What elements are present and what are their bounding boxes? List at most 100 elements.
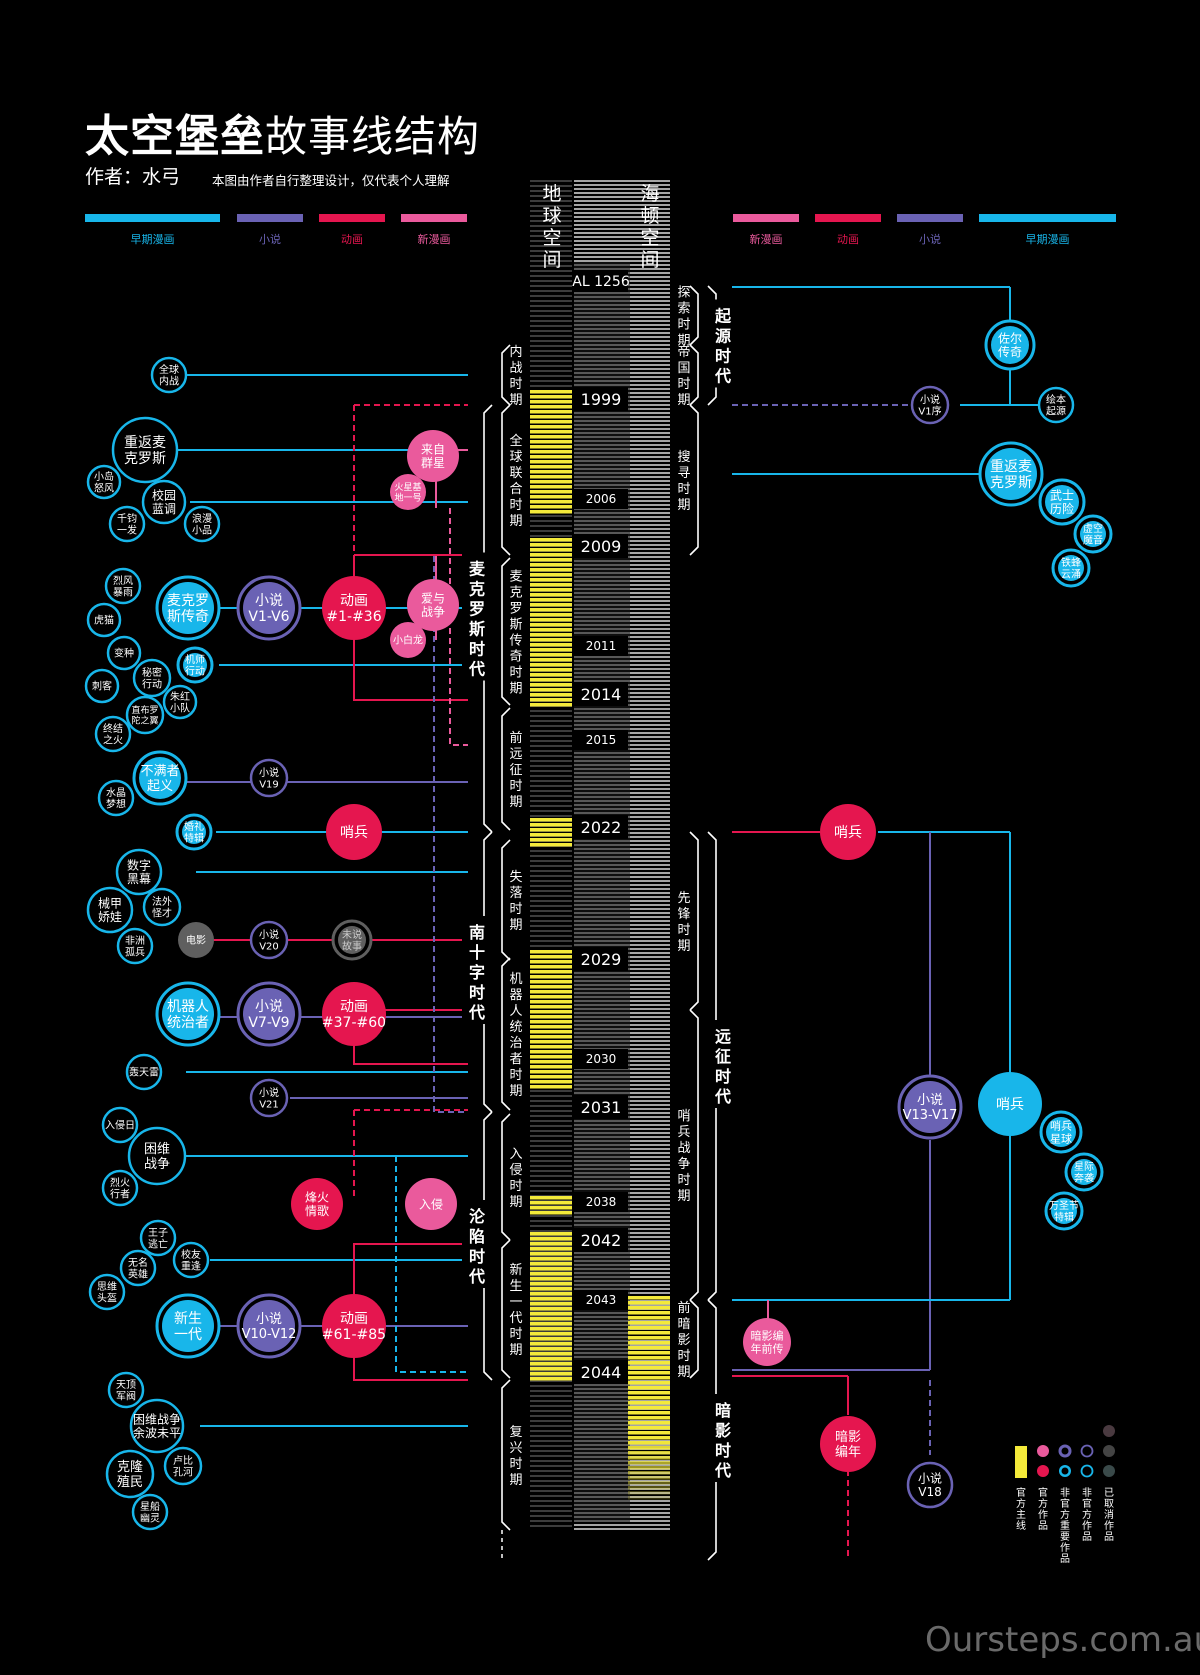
node-label: 蓝调 (152, 502, 176, 516)
legend-label: 动画 (837, 233, 859, 246)
node-circle (326, 804, 382, 860)
vertical-char: 沦 (469, 1207, 486, 1226)
vertical-char: 代 (509, 1311, 522, 1326)
vertical-char: 期 (677, 1189, 690, 1204)
node-label: 星球 (1050, 1131, 1072, 1145)
earth-stripe (530, 280, 572, 282)
node-label: 朱红 (170, 690, 190, 703)
earth-stripe (530, 385, 572, 387)
vertical-char: 官 (1016, 1486, 1026, 1499)
vertical-char: 官 (1082, 1497, 1092, 1510)
earth-stripe (530, 270, 572, 272)
earth-stripe (530, 1175, 572, 1177)
vertical-char: 期 (677, 939, 690, 954)
legend-dot-inner (1061, 1467, 1069, 1475)
earth-stripe (530, 240, 572, 242)
node-outline (88, 1273, 126, 1311)
vertical-char: 合 (509, 482, 522, 497)
main-line-stripe (530, 1307, 572, 1311)
earth-stripe (530, 935, 572, 937)
main-line-stripe (530, 538, 572, 542)
node-label: V13-V17 (903, 1108, 958, 1123)
vertical-char: 复 (509, 1425, 522, 1440)
earth-stripe (530, 920, 572, 922)
shadow-line-stripe (628, 1301, 670, 1305)
node-label: 小岛 (94, 470, 114, 483)
shadow-line-stripe (628, 1476, 670, 1480)
legend-dot-inner (1061, 1447, 1069, 1455)
main-line-stripe (530, 1312, 572, 1316)
node-circle (820, 1416, 876, 1472)
main-line-stripe (530, 1342, 572, 1346)
shadow-line-stripe (628, 1471, 670, 1475)
earth-stripe (530, 850, 572, 852)
main-line-stripe (530, 430, 572, 434)
main-line-stripe (530, 965, 572, 969)
earth-stripe (530, 1470, 572, 1472)
vertical-char: 方 (1038, 1497, 1048, 1510)
node-label: #37-#60 (322, 1015, 386, 1031)
node-label: 年前传 (751, 1341, 784, 1355)
watermark: Oursteps.com.au (925, 1620, 1200, 1660)
node-core (904, 1081, 956, 1133)
main-line-stripe (530, 1367, 572, 1371)
haydon-stripe (574, 236, 670, 238)
node-core (162, 582, 214, 634)
earth-stripe (530, 220, 572, 222)
earth-stripe (530, 380, 572, 382)
earth-stripe (530, 1420, 572, 1422)
vertical-char: 前 (677, 1300, 690, 1316)
main-line-stripe (530, 460, 572, 464)
vertical-char: 字 (469, 963, 485, 982)
node-label: 小说 (920, 393, 940, 406)
legend-label: 早期漫画 (1026, 232, 1070, 246)
year-column (574, 262, 630, 1522)
vertical-char: 期 (509, 682, 522, 697)
earth-stripe (530, 795, 572, 797)
main-line-stripe (530, 465, 572, 469)
node-label: 困维战争 (133, 1412, 181, 1426)
era-label-bg (462, 916, 492, 1024)
vertical-char: 十 (469, 943, 485, 962)
earth-stripe (530, 815, 572, 817)
main-line-stripe (530, 440, 572, 444)
vertical-char: 锋 (677, 907, 690, 922)
main-line-stripe (530, 1000, 572, 1004)
main-line-stripe (530, 1247, 572, 1251)
node-label: 卢比 (173, 1454, 193, 1467)
period-bracket-left (501, 344, 511, 406)
era-label-bg (708, 1394, 738, 1482)
vertical-char: 时 (677, 318, 690, 333)
shadow-line-stripe (628, 1331, 670, 1335)
shadow-line-stripe (628, 1296, 670, 1300)
earth-stripe (530, 930, 572, 932)
earth-stripe (530, 710, 572, 712)
node-label: 动画 (340, 1311, 368, 1327)
haydon-stripe (574, 240, 670, 242)
shadow-line-stripe (628, 1406, 670, 1410)
earth-stripe (530, 195, 572, 197)
main-line-stripe (530, 643, 572, 647)
haydon-stripe (574, 220, 670, 222)
vertical-char: 时 (715, 347, 731, 366)
vertical-char: 期 (509, 1473, 522, 1488)
year-label: 2031 (581, 1098, 622, 1117)
main-line-stripe (530, 833, 572, 837)
haydon-stripe (574, 1524, 670, 1526)
earth-stripe (530, 330, 572, 332)
vertical-char: 联 (509, 466, 522, 481)
legend-dot (1103, 1465, 1115, 1477)
main-line-stripe (530, 678, 572, 682)
earth-stripe (530, 1095, 572, 1097)
vertical-char: 消 (1104, 1508, 1114, 1521)
title-light: 故事线结构 (265, 112, 481, 161)
legend-label: 动画 (341, 233, 363, 246)
period-bracket-left (501, 1239, 511, 1379)
